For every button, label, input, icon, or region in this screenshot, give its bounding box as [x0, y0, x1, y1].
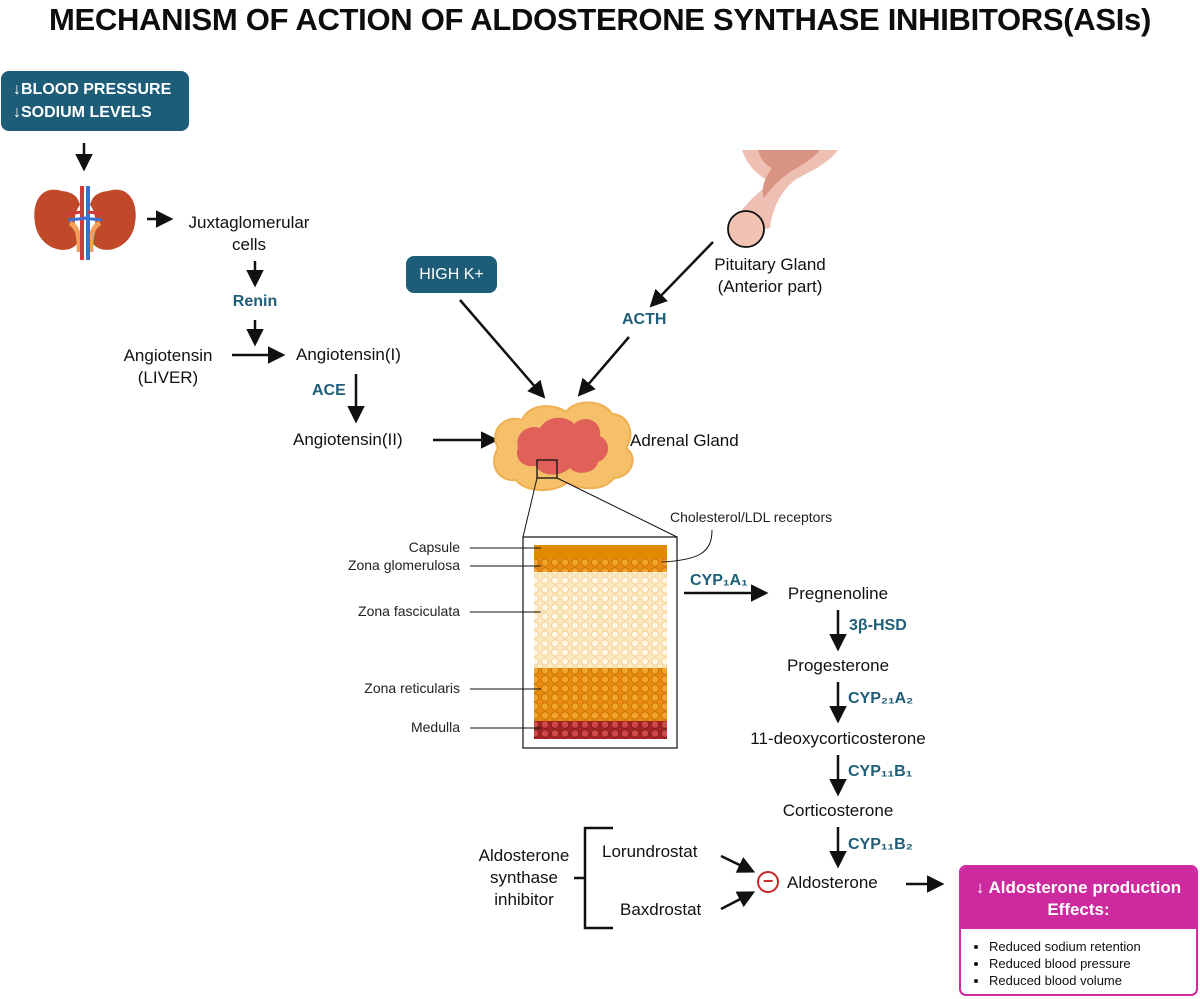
drug-baxdrostat: Baxdrostat	[620, 900, 702, 919]
pituitary-label: Pituitary Gland (Anterior part)	[714, 255, 826, 296]
bp-line: ↓BLOOD PRESSURE	[13, 81, 172, 98]
effect-item: Reduced blood volume	[989, 972, 1196, 989]
effects-heading: ↓ Aldosterone production Effects:	[961, 867, 1196, 929]
zoom-line-right	[556, 477, 678, 538]
arrow-acth-to-adrenal	[577, 336, 630, 397]
high-k-box: HIGH K+	[406, 256, 497, 293]
receptor-leader	[661, 529, 713, 563]
enzyme-cyp1a1: CYP₁A₁	[690, 572, 748, 589]
zone-label-fasciculata: Zona fasciculata	[358, 603, 460, 619]
page-title: MECHANISM OF ACTION OF ALDOSTERONE SYNTH…	[48, 2, 1152, 37]
effect-item: Reduced blood pressure	[989, 955, 1196, 972]
ace-label: ACE	[312, 382, 346, 399]
zone-label-reticularis: Zona reticularis	[364, 680, 460, 696]
step-corticosterone: Corticosterone	[782, 801, 894, 820]
arrow-lorundrostat	[720, 854, 756, 873]
enzyme-cyp21a2: CYP₂₁A₂	[848, 690, 914, 707]
angiotensinogen-label: Angiotensin (LIVER)	[123, 346, 213, 387]
drug-lorundrostat: Lorundrostat	[602, 842, 698, 861]
receptors-label: Cholesterol/LDL receptors	[670, 509, 833, 525]
sodium-line: ↓SODIUM LEVELS	[13, 104, 152, 121]
inhibition-symbol-icon	[757, 871, 779, 893]
enzyme-3b-hsd: 3β-HSD	[849, 617, 907, 634]
adrenal-cross-section	[522, 536, 678, 749]
step-progesterone: Progesterone	[786, 656, 890, 675]
juxtaglomerular-label: Juxtaglomerular cells	[188, 213, 310, 254]
kidneys-icon	[34, 186, 136, 260]
pituitary-gland-icon	[727, 150, 838, 248]
low-bp-sodium-box: ↓BLOOD PRESSURE ↓SODIUM LEVELS	[1, 71, 189, 131]
enzyme-cyp11b1: CYP₁₁B₁	[848, 763, 913, 780]
enzyme-cyp11b2: CYP₁₁B₂	[848, 836, 913, 853]
arrow-pituitary-to-acth	[649, 241, 714, 308]
adrenal-gland-label: Adrenal Gland	[630, 431, 739, 450]
renin-label: Renin	[232, 293, 278, 310]
zone-label-glomerulosa: Zona glomerulosa	[347, 557, 460, 573]
zoom-line-left	[522, 477, 538, 538]
zone-label-capsule: Capsule	[408, 539, 460, 555]
inhibitor-bracket	[574, 826, 613, 930]
inhibitor-group-label: Aldosterone synthase inhibitor	[478, 846, 570, 909]
adrenal-gland-icon	[493, 401, 634, 491]
step-aldosterone: Aldosterone	[787, 873, 878, 892]
acth-label: ACTH	[622, 311, 667, 328]
step-deoxycorticosterone: 11-deoxycorticosterone	[750, 729, 926, 748]
step-pregnenoline: Pregnenoline	[787, 584, 889, 603]
effects-box: ↓ Aldosterone production Effects: Reduce…	[959, 865, 1198, 996]
effect-item: Reduced sodium retention	[989, 938, 1196, 955]
zone-label-medulla: Medulla	[410, 719, 460, 735]
effects-list: Reduced sodium retention Reduced blood p…	[961, 938, 1196, 989]
angiotensin-2-label: Angiotensin(II)	[293, 430, 403, 449]
angiotensin-1-label: Angiotensin(I)	[296, 345, 401, 364]
arrow-highk-to-adrenal	[459, 299, 546, 399]
inhibition-minus: −	[762, 871, 774, 891]
arrow-baxdrostat	[720, 891, 756, 911]
